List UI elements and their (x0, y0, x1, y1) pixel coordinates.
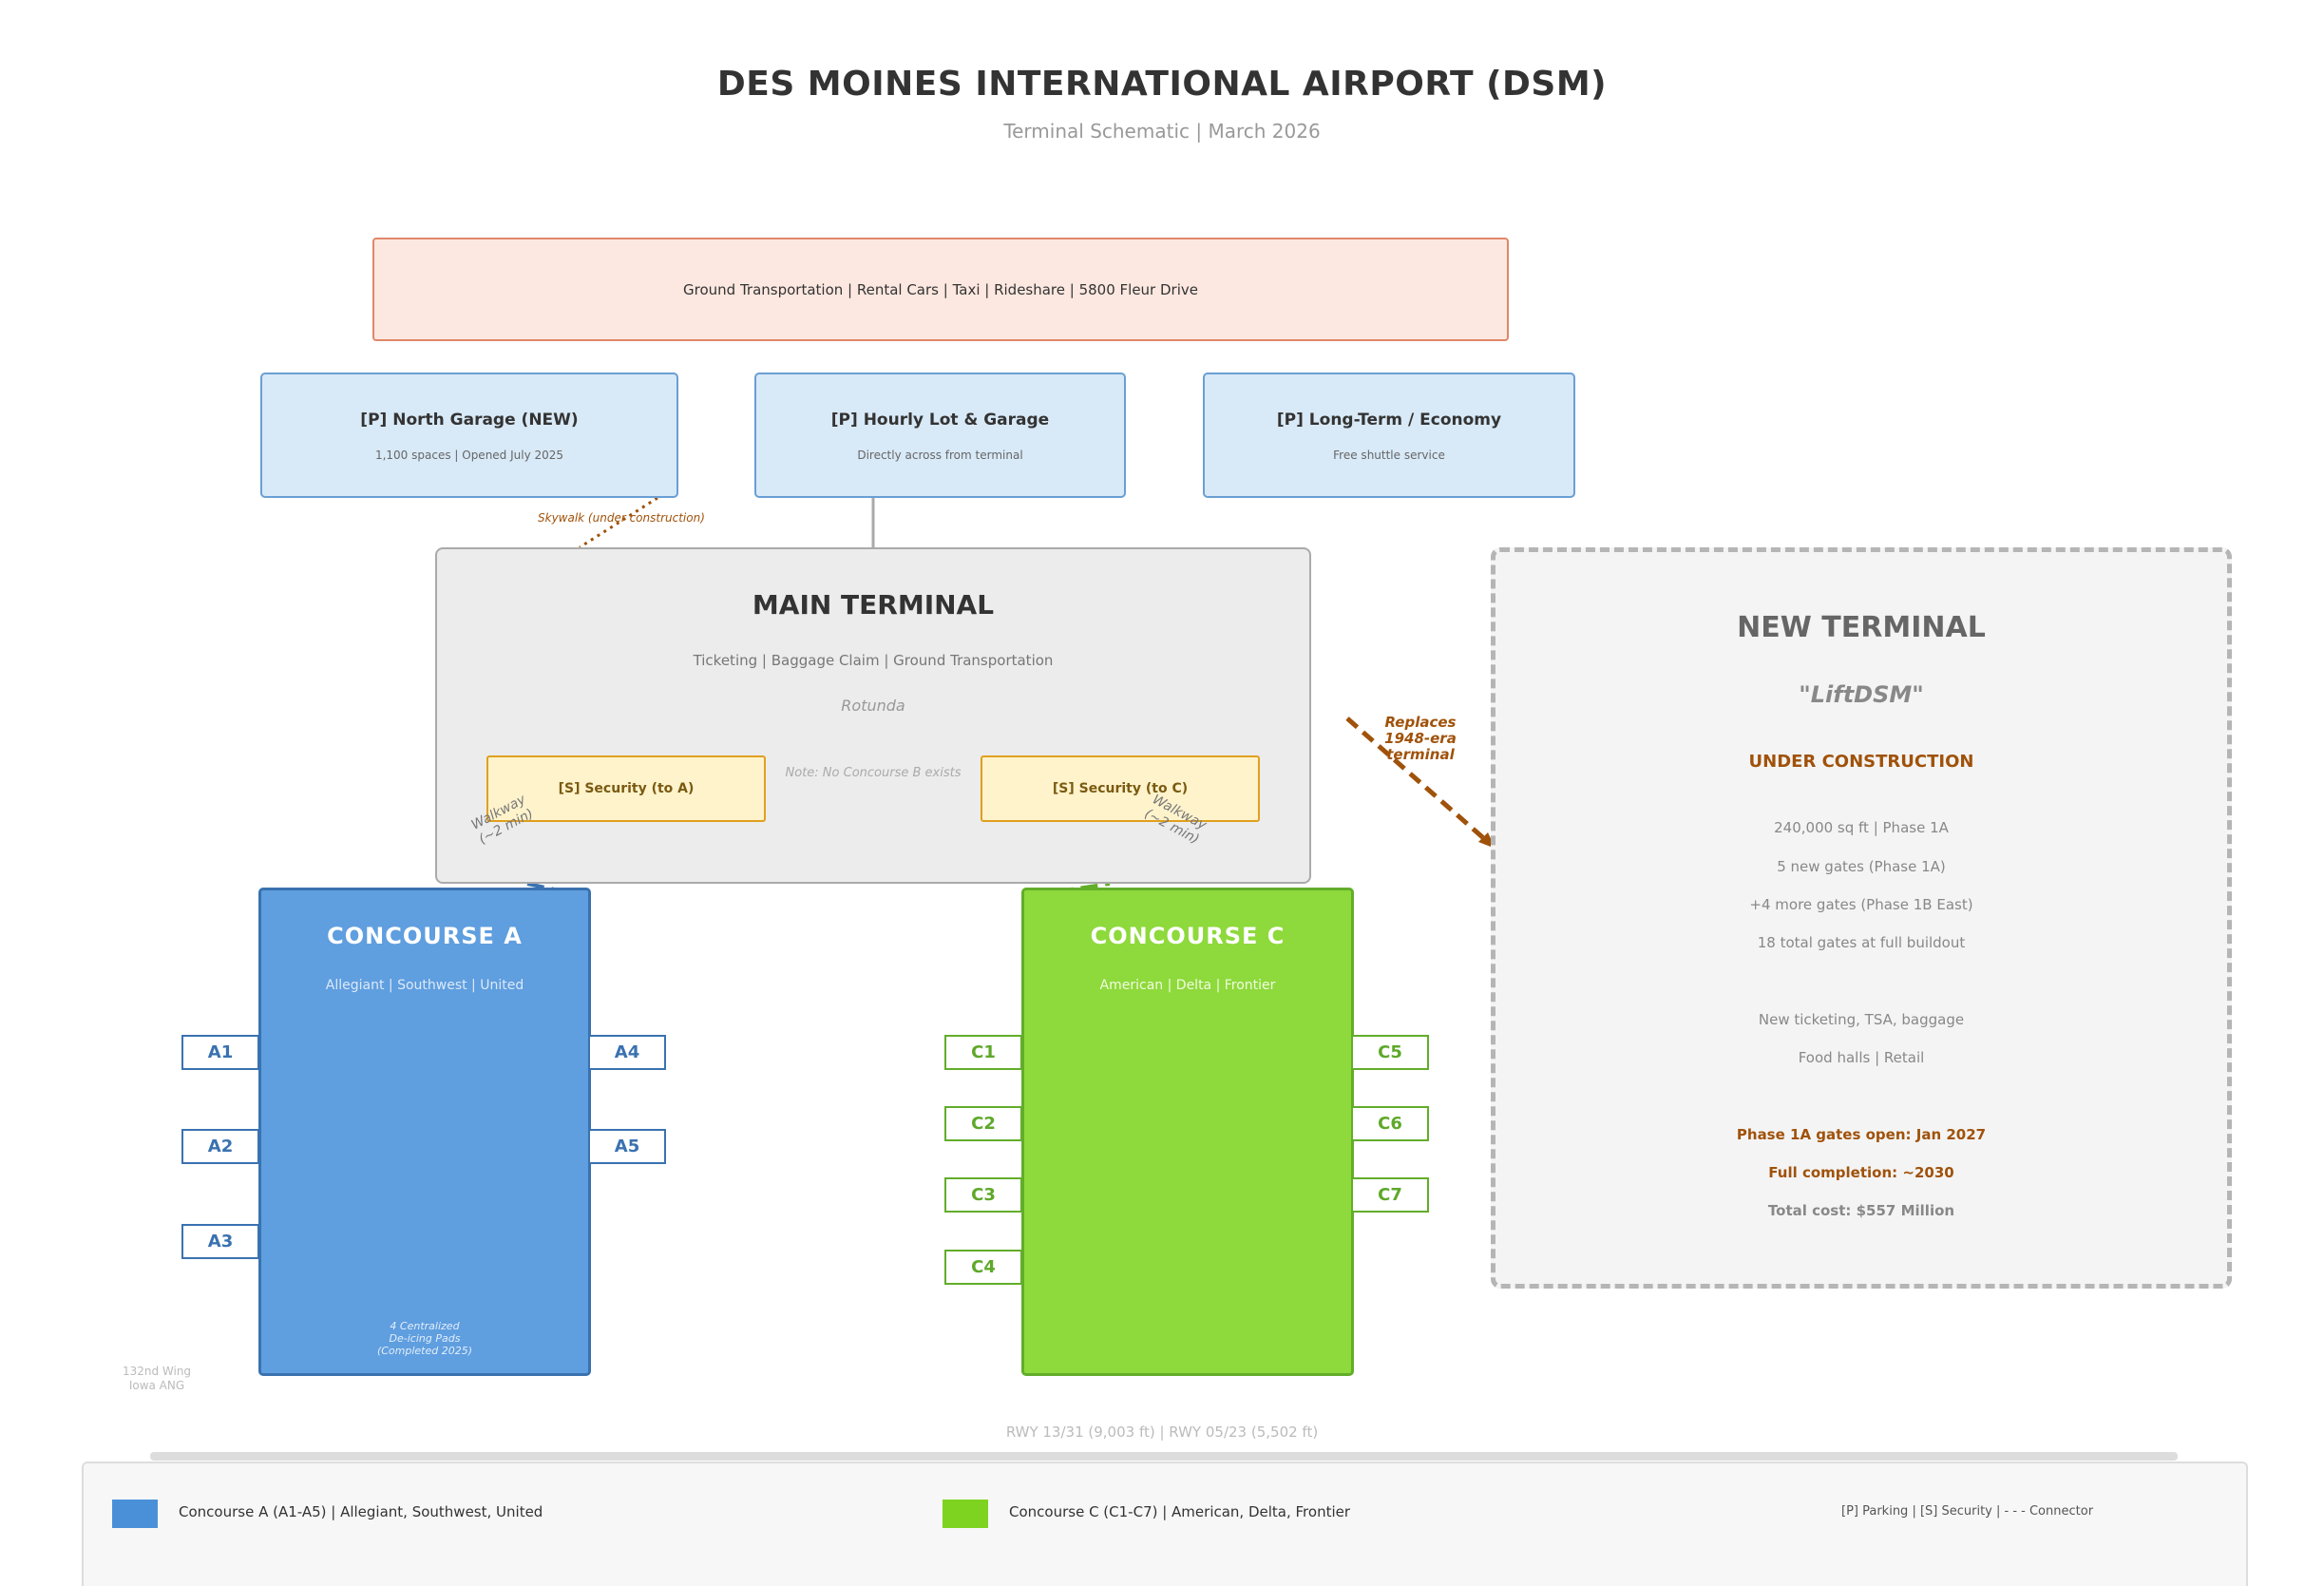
replaces-arrow (1345, 717, 1490, 844)
parking-name: [P] Long-Term / Economy (1276, 411, 1502, 430)
concourse-a[interactable]: CONCOURSE A Allegiant | Southwest | Unit… (258, 888, 591, 1376)
new-terminal-name: "LiftDSM" (1799, 681, 1924, 708)
gate-c2[interactable]: C2 (944, 1106, 1022, 1141)
concourse-c-title: CONCOURSE C (1090, 923, 1286, 949)
parking-detail: Directly across from terminal (857, 449, 1023, 462)
parking-name: [P] North Garage (NEW) (360, 411, 579, 430)
skywalk-label: Skywalk (under construction) (538, 511, 705, 525)
ground-transportation-box[interactable]: Ground Transportation | Rental Cars | Ta… (372, 238, 1509, 341)
total-cost: Total cost: $557 Million (1767, 1202, 1955, 1219)
gate-c7[interactable]: C7 (1351, 1177, 1429, 1213)
new-terminal-title: NEW TERMINAL (1737, 611, 1986, 644)
rotunda-label: Rotunda (841, 697, 905, 715)
gate-a4[interactable]: A4 (588, 1035, 666, 1070)
security-to-c[interactable]: [S] Security (to C) (981, 755, 1260, 822)
phase-open-date: Phase 1A gates open: Jan 2027 (1736, 1126, 1987, 1143)
legend-text-a: Concourse A (A1-A5) | Allegiant, Southwe… (179, 1503, 543, 1520)
legend-text-c: Concourse C (C1-C7) | American, Delta, F… (1009, 1503, 1351, 1520)
new-terminal-detail: 5 new gates (Phase 1A) (1777, 858, 1946, 875)
parking-north-garage[interactable]: [P] North Garage (NEW) 1,100 spaces | Op… (260, 373, 678, 498)
main-terminal-subtitle: Ticketing | Baggage Claim | Ground Trans… (693, 652, 1054, 669)
new-terminal-detail: 18 total gates at full buildout (1757, 934, 1966, 951)
gate-a3[interactable]: A3 (181, 1224, 259, 1259)
concourse-a-title: CONCOURSE A (327, 923, 523, 949)
parking-detail: Free shuttle service (1333, 449, 1445, 462)
gate-a2[interactable]: A2 (181, 1129, 259, 1164)
new-terminal-detail: +4 more gates (Phase 1B East) (1749, 896, 1973, 913)
legend-swatch-a (112, 1500, 158, 1528)
runway-strip (150, 1452, 2178, 1461)
parking-name: [P] Hourly Lot & Garage (830, 411, 1050, 430)
main-terminal[interactable]: MAIN TERMINAL Ticketing | Baggage Claim … (435, 547, 1311, 884)
full-completion-date: Full completion: ~2030 (1768, 1164, 1954, 1181)
gate-c1[interactable]: C1 (944, 1035, 1022, 1070)
deicing-pads-note: 4 Centralized De-icing Pads (Completed 2… (376, 1320, 473, 1357)
gate-c4[interactable]: C4 (944, 1250, 1022, 1285)
gate-a1[interactable]: A1 (181, 1035, 259, 1070)
new-terminal-detail: 240,000 sq ft | Phase 1A (1774, 819, 1949, 836)
new-terminal-amenity: New ticketing, TSA, baggage (1758, 1011, 1965, 1028)
new-terminal-status: UNDER CONSTRUCTION (1748, 752, 1974, 772)
legend-swatch-c (943, 1500, 988, 1528)
no-concourse-b-note: Note: No Concourse B exists (785, 766, 962, 780)
new-terminal[interactable]: NEW TERMINAL "LiftDSM" UNDER CONSTRUCTIO… (1491, 547, 2232, 1289)
gate-c5[interactable]: C5 (1351, 1035, 1429, 1070)
gate-c3[interactable]: C3 (944, 1177, 1022, 1213)
concourse-c-airlines: American | Delta | Frontier (1099, 978, 1276, 993)
page-title: DES MOINES INTERNATIONAL AIRPORT (DSM) (716, 65, 1608, 104)
parking-long-term[interactable]: [P] Long-Term / Economy Free shuttle ser… (1203, 373, 1575, 498)
air-national-guard-label: 132nd Wing Iowa ANG (122, 1365, 192, 1392)
parking-detail: 1,100 spaces | Opened July 2025 (374, 449, 564, 462)
gate-a5[interactable]: A5 (588, 1129, 666, 1164)
main-terminal-title: MAIN TERMINAL (752, 589, 995, 621)
page-subtitle: Terminal Schematic | March 2026 (1003, 120, 1321, 143)
concourse-c[interactable]: CONCOURSE C American | Delta | Frontier (1021, 888, 1354, 1376)
concourse-a-airlines: Allegiant | Southwest | United (325, 978, 524, 993)
legend-text-misc: [P] Parking | [S] Security | - - - Conne… (1841, 1504, 2094, 1519)
runway-label: RWY 13/31 (9,003 ft) | RWY 05/23 (5,502 … (1005, 1424, 1319, 1441)
new-terminal-amenity: Food halls | Retail (1798, 1049, 1925, 1066)
security-to-a[interactable]: [S] Security (to A) (486, 755, 766, 822)
skywalk-connector (579, 496, 658, 549)
gate-c6[interactable]: C6 (1351, 1106, 1429, 1141)
legend: Concourse A (A1-A5) | Allegiant, Southwe… (82, 1462, 2248, 1586)
parking-hourly-lot[interactable]: [P] Hourly Lot & Garage Directly across … (754, 373, 1126, 498)
replaces-label: Replaces 1948-era terminal (1384, 714, 1457, 763)
